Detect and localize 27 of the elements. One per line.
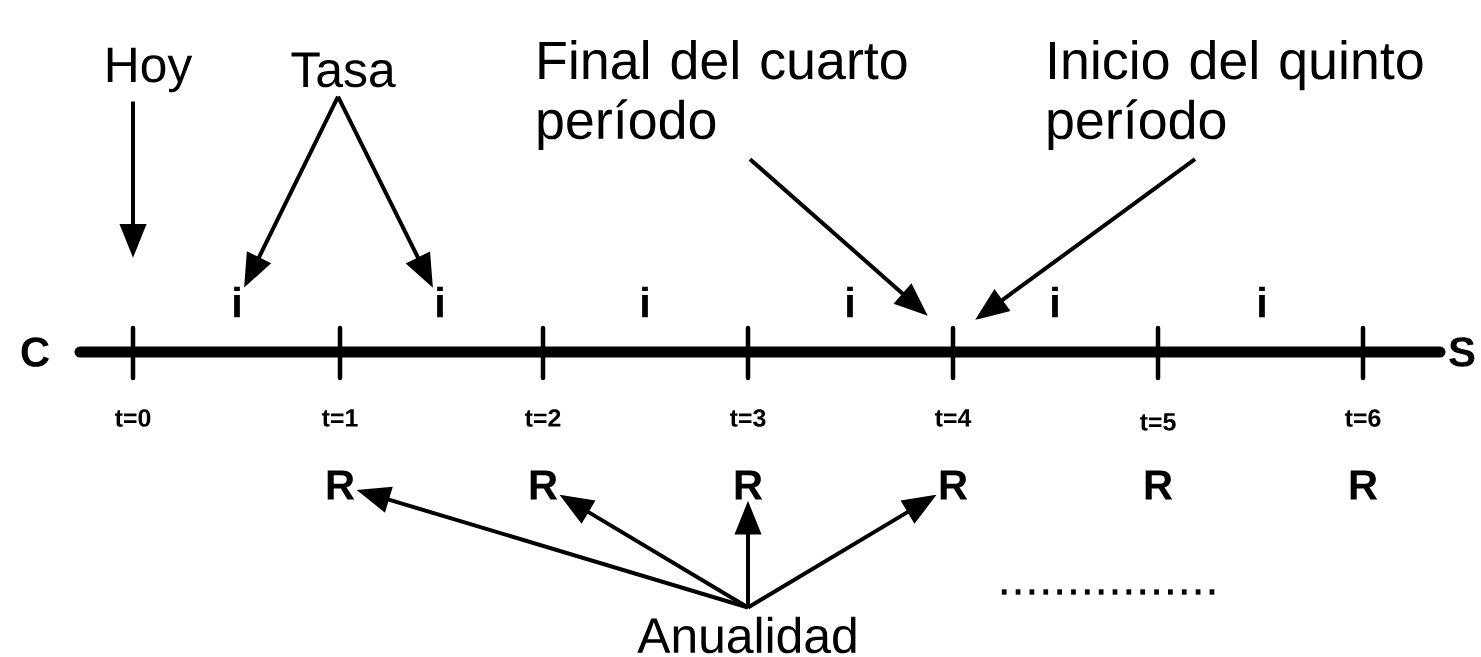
letter: i [437,286,443,318]
axis-label: C [21,337,49,367]
letter: R [1350,470,1378,500]
letter: R [735,470,763,500]
axis-label: S [1449,337,1475,367]
tick-label: t=4 [934,409,972,427]
tick-label: t=3 [729,409,766,427]
tick-label: t=1 [321,409,358,427]
letter: i [642,286,648,318]
label: Anualidad [637,616,856,654]
tick-label: t=0 [114,409,151,427]
label: Inicio del quinto período [1048,40,1423,150]
label: Tasa [291,52,396,88]
dotted-line: ................ [1001,589,1215,595]
letter: i [234,286,240,318]
tick-label: t=6 [1344,409,1381,427]
letter: R [530,470,558,500]
letter: i [1259,286,1265,318]
label: Hoy [107,47,193,93]
letter: R [327,470,355,500]
letter: i [1052,286,1058,318]
letter: R [1145,470,1173,500]
tick-label: t=5 [1139,413,1176,431]
label: Final del cuarto período [538,40,907,150]
letter: i [847,286,853,318]
letter: R [940,470,968,500]
tick-label: t=2 [524,409,561,427]
